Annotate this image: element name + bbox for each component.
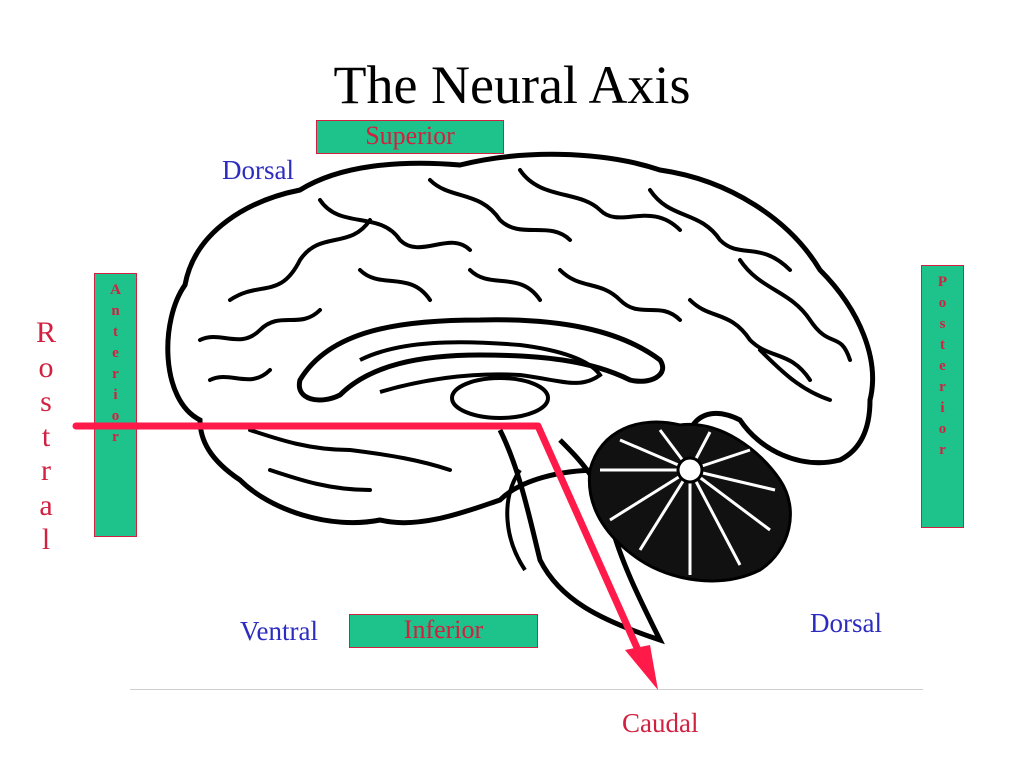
slide-title: The Neural Axis — [333, 55, 691, 115]
letter: o — [938, 295, 947, 311]
ventral-label: Ventral — [240, 616, 318, 646]
superior-box: Superior — [316, 120, 504, 154]
inferior-label: Inferior — [403, 615, 484, 644]
letter: t — [41, 419, 51, 453]
letter: r — [112, 366, 119, 382]
cerebrum-outline — [165, 151, 876, 526]
letter: r — [41, 454, 51, 487]
pons — [505, 468, 527, 572]
corpus-callosum — [296, 317, 665, 403]
letter: R — [35, 316, 56, 349]
gyri-lines — [198, 168, 852, 492]
superior-label: Superior — [365, 121, 455, 150]
letter: o — [938, 421, 947, 437]
neural-axis-arrow — [72, 422, 658, 690]
letter: P — [937, 274, 948, 290]
inferior-box: Inferior — [349, 614, 538, 648]
letter: a — [39, 488, 53, 522]
axis-arrowhead — [625, 645, 658, 690]
letter: r — [939, 379, 946, 395]
letter: t — [940, 337, 945, 353]
letter: i — [113, 387, 118, 403]
letter: i — [940, 400, 945, 416]
dorsal-top-label: Dorsal — [222, 155, 294, 185]
letter: o — [38, 350, 54, 384]
thalamus — [450, 376, 550, 420]
letter: t — [113, 324, 118, 340]
letter: e — [112, 345, 119, 361]
letter: o — [111, 408, 120, 424]
letter: s — [40, 385, 52, 418]
divider-line — [130, 689, 923, 690]
letter: n — [111, 303, 120, 319]
letter: r — [112, 429, 119, 445]
caudal-label: Caudal — [622, 708, 699, 738]
letter: r — [939, 442, 946, 458]
axis-line — [72, 422, 642, 654]
letter: A — [110, 282, 121, 298]
letter: l — [41, 523, 51, 556]
cerebellum — [587, 420, 792, 583]
letter: s — [939, 316, 946, 332]
letter: e — [939, 358, 946, 374]
fornix — [359, 340, 603, 394]
dorsal-right-label: Dorsal — [810, 608, 882, 638]
